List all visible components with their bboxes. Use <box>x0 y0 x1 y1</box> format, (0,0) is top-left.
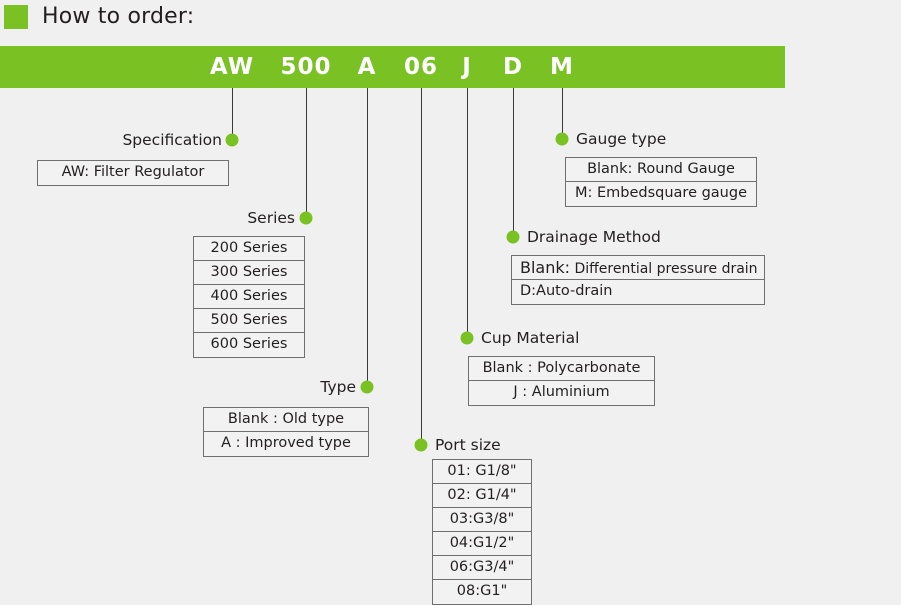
option-row: 08:G1" <box>456 583 508 599</box>
leader-line-drainage-method <box>513 88 514 237</box>
leader-line-gauge-type <box>562 88 563 139</box>
code-segment-06: 06 <box>403 54 439 80</box>
callout-label-port-size: Port size <box>435 436 501 454</box>
leader-line-type <box>367 88 368 387</box>
callout-dot-type <box>360 380 374 394</box>
callout-dot-port-size <box>414 438 428 452</box>
option-row: J : Aluminium <box>513 384 610 400</box>
callout-label-cup-material: Cup Material <box>481 329 580 347</box>
code-segment-a: A <box>357 54 377 80</box>
callout-label-specification: Specification <box>122 131 222 149</box>
option-box-gauge-type: Blank: Round Gauge M: Embedsquare gauge <box>565 157 757 207</box>
leader-line-port-size <box>421 88 422 445</box>
option-row: Blank: Round Gauge <box>566 158 756 182</box>
leader-line-specification <box>232 88 233 140</box>
option-row: D:Auto-drain <box>520 283 613 299</box>
option-row: 500 Series <box>194 309 304 333</box>
callout-label-series: Series <box>247 209 295 227</box>
callout-label-drainage-method: Drainage Method <box>527 228 661 246</box>
option-row: 04:G1/2" <box>433 532 531 556</box>
option-row: A : Improved type <box>221 435 351 451</box>
option-row: Blank : Polycarbonate <box>469 357 654 381</box>
option-box-port-size: 01: G1/8"02: G1/4"03:G3/8"04:G1/2"06:G3/… <box>432 459 532 605</box>
option-row: M: Embedsquare gauge <box>574 185 748 201</box>
leader-line-series <box>306 88 307 218</box>
option-row: 400 Series <box>194 285 304 309</box>
option-row: 200 Series <box>194 237 304 261</box>
code-segment-m: M <box>550 54 574 80</box>
option-lead: Blank: <box>520 258 571 277</box>
callout-dot-cup-material <box>460 331 474 345</box>
callout-label-type: Type <box>320 378 356 396</box>
page-title-text: How to order: <box>42 4 195 29</box>
option-row: AW: Filter Regulator <box>61 164 205 180</box>
callout-dot-specification <box>225 133 239 147</box>
callout-dot-series <box>299 211 313 225</box>
code-segment-d: D <box>502 54 524 80</box>
option-row: Blank : Old type <box>204 408 368 432</box>
callout-dot-drainage-method <box>506 230 520 244</box>
option-rest: Differential pressure drain <box>570 261 758 277</box>
leader-line-cup-material <box>467 88 468 338</box>
callout-dot-gauge-type <box>555 132 569 146</box>
code-segment-j: J <box>462 54 472 80</box>
option-row: 01: G1/8" <box>433 460 531 484</box>
option-row: 02: G1/4" <box>433 484 531 508</box>
option-row: 06:G3/4" <box>433 556 531 580</box>
option-row: 03:G3/8" <box>433 508 531 532</box>
option-row: 300 Series <box>194 261 304 285</box>
callout-label-gauge-type: Gauge type <box>576 130 667 148</box>
option-box-cup-material: Blank : Polycarbonate J : Aluminium <box>468 356 655 406</box>
option-box-type: Blank : Old type A : Improved type <box>203 407 369 457</box>
code-segment-aw: AW <box>209 54 255 80</box>
option-row: Blank: Differential pressure drain <box>512 256 764 280</box>
title-swatch-icon <box>4 4 28 29</box>
option-row: 600 Series <box>210 336 288 352</box>
option-box-specification: AW: Filter Regulator <box>37 160 229 186</box>
code-segment-500: 500 <box>280 54 332 80</box>
page-title: How to order: <box>0 4 194 29</box>
